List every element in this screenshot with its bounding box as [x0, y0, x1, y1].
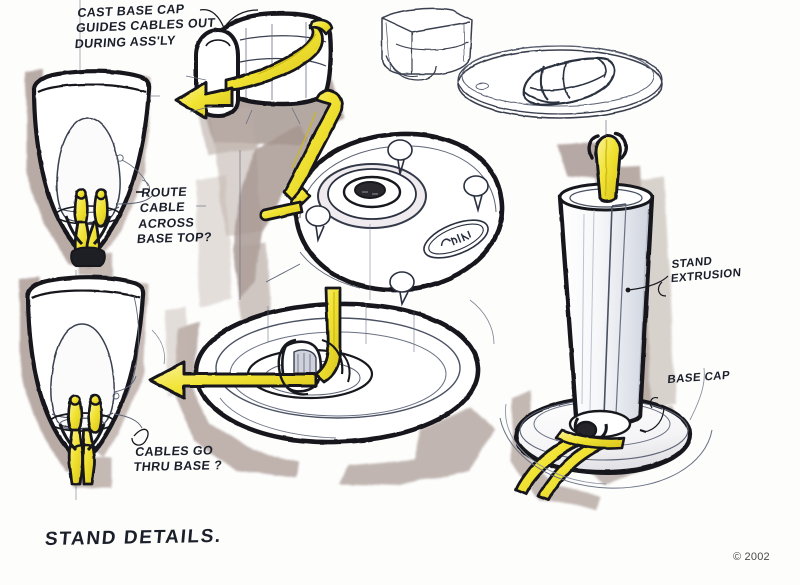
construction-marks [150, 95, 495, 365]
sketch-oval-base-plan [457, 45, 663, 119]
sketch-funnel-section-upper [31, 0, 153, 268]
sketch-funnel-section-lower [25, 270, 146, 500]
sketch-round-base-top [259, 89, 505, 307]
logo-badge [423, 219, 489, 259]
copyright-notice: © 2002 [733, 551, 770, 563]
annotation-route-cable: ROUTE CABLE ACROSS BASE TOP? [136, 184, 213, 246]
sketch-stand-column-elevation [499, 120, 713, 502]
sketch-base-cap-assembly [174, 8, 334, 125]
annotation-cables-go-thru-base: CABLES GO THRU BASE ? [133, 443, 223, 475]
sketch-dish-base-interior [131, 286, 481, 446]
page-title: STAND DETAILS. [44, 525, 223, 551]
sketch-cap-block-thumbnail [381, 7, 473, 81]
annotation-cast-base-cap: CAST BASE CAP GUIDES CABLES OUT DURING A… [74, 1, 217, 51]
